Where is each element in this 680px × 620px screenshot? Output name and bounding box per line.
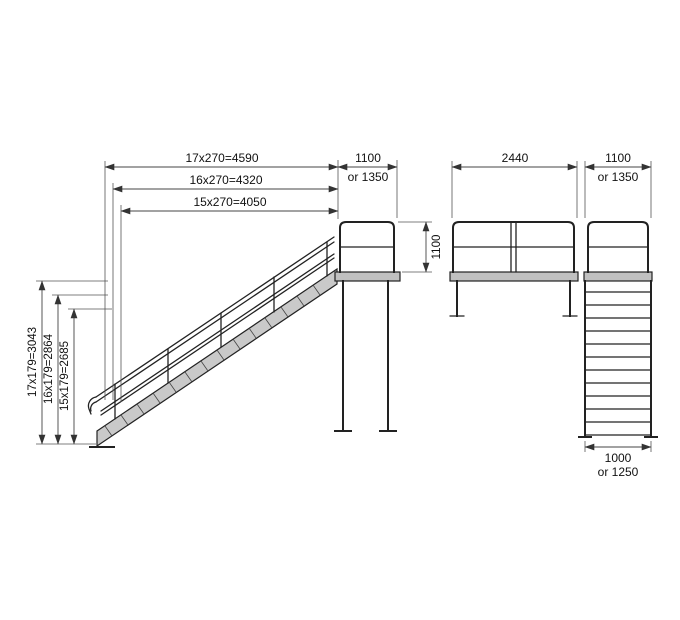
dim-label-rise-16: 16x179=2864 [43,333,55,404]
stair-front-steps [578,280,658,438]
stair-guardrail-front [587,221,649,273]
handrail-end-hook [87,396,97,415]
stair-stringer [89,267,338,448]
dim-label-platform-depth-side-1: 1100 [355,151,381,165]
side-view [87,221,401,448]
dim-label-run-15: 15x270=4050 [193,195,266,209]
stringer-band [96,267,338,448]
dim-label-run-17: 17x270=4590 [185,151,258,165]
dimension-lines [36,160,652,452]
dim-label-rise-17: 17x179=3043 [27,327,39,397]
dim-label-stair-width-1: 1000 [605,451,632,465]
dim-label-platform-depth-side-2: or 1350 [348,170,389,184]
platform-side [334,221,401,432]
dim-label-platform-length: 2440 [502,151,529,165]
dim-label-platform-depth-front-2: or 1350 [598,170,639,184]
dim-label-stair-width-2: or 1250 [598,465,639,479]
platform-guardrail-front [452,221,575,273]
dim-label-rise-15: 15x179=2685 [59,341,71,411]
stair-top-deck-front [583,271,653,282]
platform-guardrail-side [339,221,395,273]
dim-label-run-16: 16x270=4320 [189,173,262,187]
dim-label-platform-depth-front-1: 1100 [605,151,631,165]
platform-deck-front [449,271,579,282]
dim-label-guardrail-height: 1100 [431,235,443,260]
stair-handrail [87,236,335,420]
front-view [449,221,658,438]
platform-deck-side [334,271,401,282]
dimension-labels: 17x270=4590 16x270=4320 15x270=4050 1100… [27,151,639,479]
